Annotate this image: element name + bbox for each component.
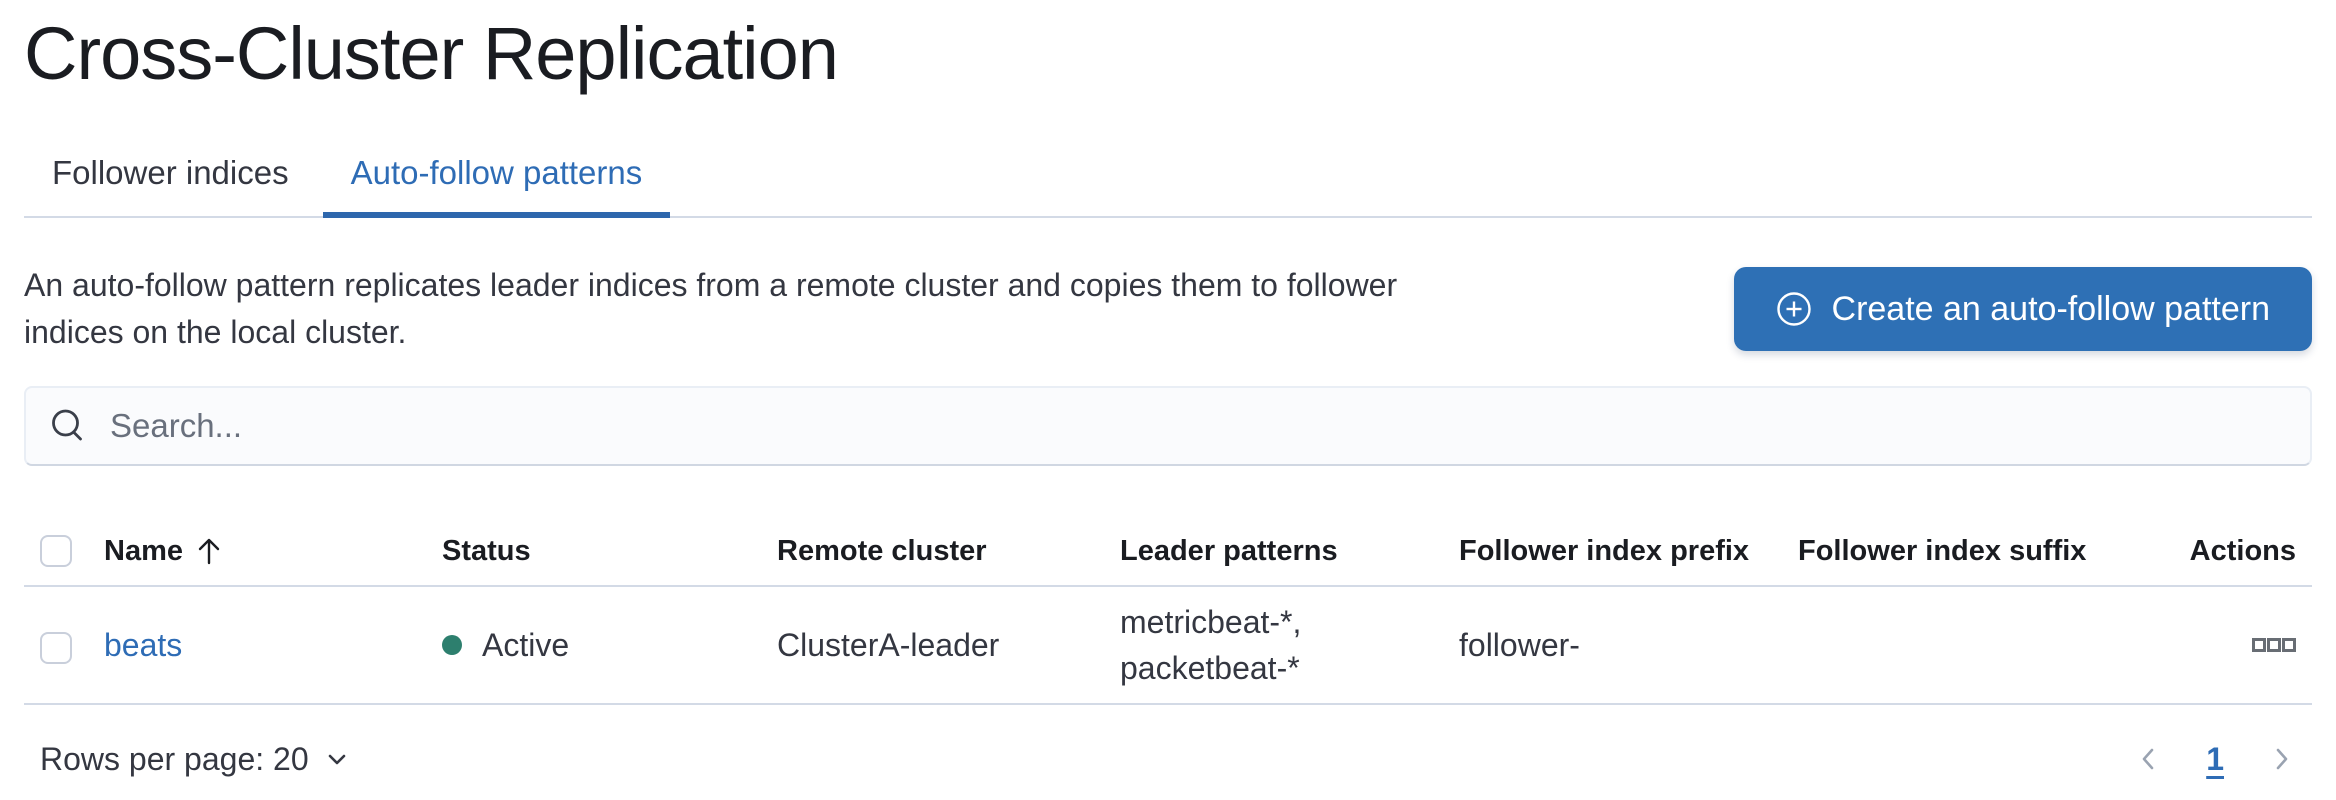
column-header-follower-index-prefix: Follower index prefix bbox=[1443, 516, 1782, 588]
actions-cell bbox=[2121, 586, 2312, 706]
chevron-left-icon[interactable] bbox=[2134, 744, 2164, 774]
table-footer: Rows per page: 20 1 bbox=[24, 737, 2312, 781]
chevron-down-icon bbox=[323, 745, 351, 773]
status-label: Active bbox=[482, 627, 570, 664]
select-all-checkbox[interactable] bbox=[40, 535, 72, 568]
row-select-cell bbox=[24, 586, 88, 706]
table-row: beats Active ClusterA-leader metricbeat-… bbox=[24, 586, 2312, 706]
plus-in-circle-icon bbox=[1776, 291, 1812, 327]
pattern-name-link[interactable]: beats bbox=[104, 627, 183, 664]
tab-bar: Follower indices Auto-follow patterns bbox=[24, 156, 2312, 218]
search-icon bbox=[48, 406, 88, 446]
select-all-cell bbox=[24, 516, 88, 588]
row-checkbox[interactable] bbox=[40, 631, 72, 664]
rows-per-page-label: Rows per page: 20 bbox=[40, 740, 309, 777]
search-input[interactable] bbox=[110, 407, 2288, 445]
rows-per-page-selector[interactable]: Rows per page: 20 bbox=[40, 741, 351, 778]
tab-auto-follow-patterns[interactable]: Auto-follow patterns bbox=[322, 156, 671, 218]
intro-description: An auto-follow pattern replicates leader… bbox=[24, 267, 1398, 350]
follower-index-suffix-cell bbox=[1782, 586, 2121, 706]
name-sort-control[interactable]: Name bbox=[104, 535, 223, 567]
follower-index-prefix-cell: follower- bbox=[1443, 586, 1782, 706]
column-header-follower-index-suffix: Follower index suffix bbox=[1782, 516, 2121, 588]
status-cell: Active bbox=[426, 586, 761, 706]
cross-cluster-replication-page: Cross-Cluster Replication Follower indic… bbox=[24, 12, 2312, 781]
tab-follower-indices[interactable]: Follower indices bbox=[52, 154, 289, 191]
pagination: 1 bbox=[2134, 741, 2296, 778]
page-number-button[interactable]: 1 bbox=[2206, 740, 2224, 777]
name-cell: beats bbox=[88, 586, 426, 706]
column-header-name-label: Name bbox=[104, 534, 183, 567]
page-title: Cross-Cluster Replication bbox=[24, 12, 839, 95]
create-auto-follow-pattern-button[interactable]: Create an auto-follow pattern bbox=[1733, 267, 2312, 351]
sort-ascending-icon bbox=[195, 536, 223, 566]
chevron-right-icon[interactable] bbox=[2266, 744, 2296, 774]
column-header-status: Status bbox=[426, 516, 761, 588]
status-active-dot bbox=[442, 635, 462, 656]
intro-section: An auto-follow pattern replicates leader… bbox=[24, 262, 2312, 356]
column-header-leader-patterns: Leader patterns bbox=[1104, 516, 1443, 588]
all-actions-icon[interactable] bbox=[2252, 637, 2296, 653]
auto-follow-patterns-table: Name Status Remote cluster Leader patter… bbox=[24, 516, 2312, 706]
leader-patterns-cell: metricbeat-*, packetbeat-* bbox=[1104, 586, 1443, 706]
column-header-actions: Actions bbox=[2121, 516, 2312, 588]
create-button-label: Create an auto-follow pattern bbox=[1831, 289, 2270, 328]
remote-cluster-cell: ClusterA-leader bbox=[761, 586, 1104, 706]
table-header-row: Name Status Remote cluster Leader patter… bbox=[24, 516, 2312, 588]
column-header-remote-cluster: Remote cluster bbox=[761, 516, 1104, 588]
column-header-name: Name bbox=[88, 516, 426, 588]
search-bar bbox=[24, 386, 2312, 466]
